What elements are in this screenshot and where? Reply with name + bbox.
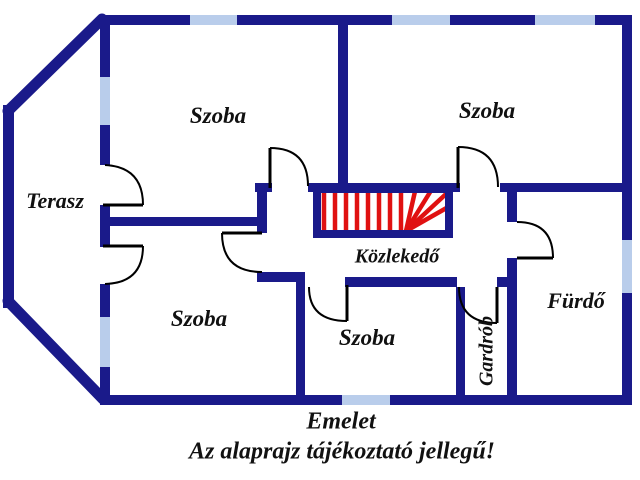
door-hall-to-upper-left-room: [268, 147, 309, 188]
staircase-treads: [321, 186, 452, 233]
room-label-szoba-top-left: Szoba: [189, 103, 247, 128]
floor-title: Emelet: [306, 408, 376, 435]
staircase: [313, 185, 453, 238]
window-terasz-wall-upper: [100, 77, 110, 125]
room-label-szoba-top-right: Szoba: [458, 98, 516, 123]
doors: [103, 146, 554, 324]
door-hall-to-furdo: [516, 221, 554, 260]
room-label-terasz: Terasz: [26, 188, 84, 213]
window-top-right-room-1: [392, 15, 450, 25]
window-terasz-wall-lower: [100, 317, 110, 367]
window-top-left-room: [190, 15, 237, 25]
door-terasz-to-lower-room: [103, 244, 144, 285]
door-hall-to-lower-left-room: [221, 231, 263, 273]
window-right-wall: [622, 240, 632, 293]
window-top-right-room-2: [535, 15, 595, 25]
window-bottom-wall: [342, 395, 390, 405]
room-label-szoba-bottom-middle: Szoba: [338, 325, 396, 350]
windows: [100, 15, 632, 405]
staircase-frame: [313, 185, 453, 238]
room-label-szoba-bottom-left: Szoba: [170, 306, 228, 331]
door-terasz-to-upper-room: [103, 164, 144, 207]
door-hall-to-lower-middle-room: [308, 285, 349, 322]
door-hall-to-upper-right-room: [456, 146, 499, 188]
room-label-gardrob: Gardrób: [475, 315, 498, 387]
room-label-furdo: Fürdő: [547, 288, 605, 313]
door-hall-to-gardrob: [458, 286, 499, 324]
disclaimer-text: Az alaprajz tájékoztató jellegű!: [188, 438, 496, 465]
room-label-kozlekedo: Közlekedő: [354, 245, 440, 268]
